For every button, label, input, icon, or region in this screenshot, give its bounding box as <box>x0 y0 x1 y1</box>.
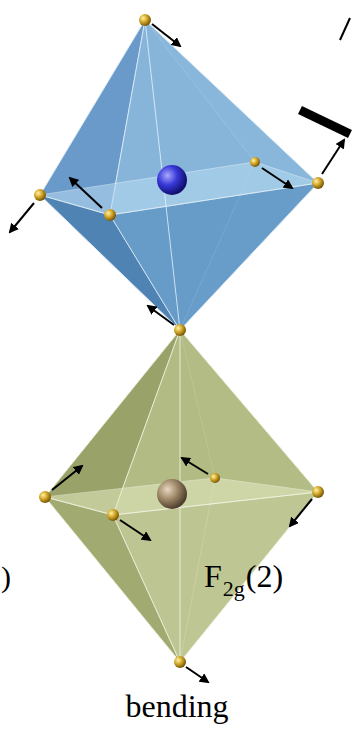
cut-label: ) <box>1 562 11 592</box>
mode-caption: bending <box>125 690 228 722</box>
mode-subscript: 2g <box>223 578 245 600</box>
mode-symbol: F <box>204 560 222 592</box>
mode-index: (2) <box>246 560 283 592</box>
